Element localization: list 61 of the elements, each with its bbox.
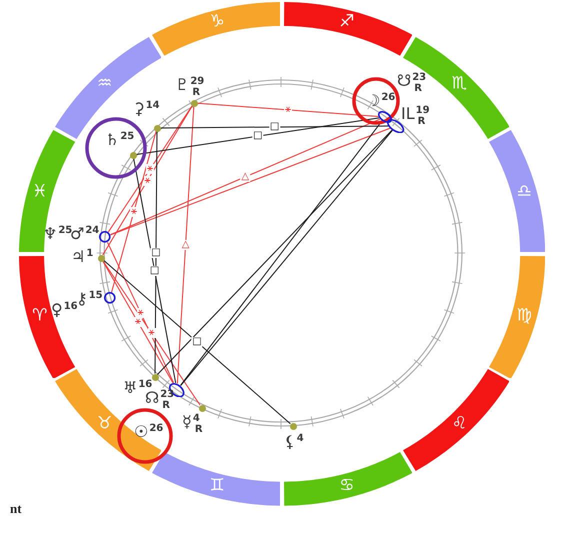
aspect-line — [111, 130, 157, 293]
planet-label: ☉$^{26}$ — [134, 424, 164, 440]
aspect-symbol: □ — [150, 248, 162, 258]
zodiac-sign: ♉ — [97, 415, 112, 432]
zodiac-sign: ♑ — [209, 14, 225, 31]
zodiac-sign: ♒ — [97, 76, 112, 93]
aspect-line — [160, 126, 390, 128]
zodiac-sign: ♌ — [452, 415, 467, 432]
aspect-symbol: ⚹ — [144, 176, 152, 186]
aspect-symbol: ⚹ — [130, 206, 138, 217]
aspect-symbol: ⚹ — [284, 104, 292, 115]
planet-dot-icon — [290, 422, 296, 430]
planet-dot-icon — [190, 100, 198, 106]
planet-label: ♃$^{1}$ — [71, 249, 94, 265]
planet-dot-icon — [130, 152, 136, 158]
aspect-line — [133, 158, 176, 384]
oval-ring-icon — [387, 118, 405, 134]
aspect-symbol: □ — [252, 131, 264, 142]
zodiac-sign: ♐ — [339, 14, 355, 31]
aspect-symbol: □ — [191, 337, 203, 347]
planet-label: ⚸$^{4}$ — [284, 434, 304, 450]
aspect-symbol: △ — [240, 172, 250, 182]
aspect-symbol: ⚹ — [136, 308, 145, 318]
planet-dot-icon — [154, 124, 160, 132]
aspect-symbol: □ — [148, 266, 160, 276]
oval-ring-icon — [99, 231, 111, 243]
zodiac-sign: ♓ — [32, 183, 48, 200]
zodiac-sign: ♏ — [452, 76, 467, 93]
aspect-line — [108, 105, 193, 233]
note-text: nt — [10, 502, 22, 515]
aspect-line — [154, 131, 158, 374]
oval-ring-icon — [378, 111, 392, 123]
aspect-symbol: □ — [268, 122, 280, 132]
planet-label: ♂$^{24}$ — [70, 226, 100, 242]
oval-ring-icon — [104, 292, 116, 304]
zodiac-sign: ♊ — [209, 477, 225, 494]
zodiac-sign: ♈ — [32, 308, 48, 325]
aspect-line — [106, 242, 174, 384]
planet-label: ♀$^{16}$ — [51, 302, 78, 318]
aspect-line — [102, 106, 193, 256]
aspect-line — [136, 117, 380, 155]
aspect-symbol: ⚹ — [148, 328, 156, 338]
planet-label: ♄$^{25}$ — [105, 132, 134, 148]
zodiac-sign: ♍ — [516, 308, 532, 325]
zodiac-sign: ♎ — [516, 183, 532, 200]
aspect-line — [103, 260, 291, 424]
planet-label: ☽$^{26}$ — [366, 93, 396, 109]
aspect-symbol: ⚹ — [134, 316, 142, 327]
planet-label: ⚳$^{14}$ — [133, 101, 160, 117]
zodiac-sign: ♋ — [339, 477, 355, 494]
aspect-line — [197, 102, 379, 118]
aspect-line — [176, 106, 194, 384]
planet-label: ⚷$^{15}$ — [76, 291, 103, 307]
planet-dot-icon — [198, 404, 206, 412]
aspect-symbol: ⚹ — [146, 164, 154, 174]
planet-label: ♆$^{25}$ — [43, 226, 72, 242]
planet-dot-icon — [152, 374, 158, 380]
aspect-line — [102, 260, 174, 384]
planet-dot-icon — [98, 254, 104, 262]
aspect-symbol: △ — [180, 240, 190, 250]
aspect-line — [102, 260, 201, 406]
